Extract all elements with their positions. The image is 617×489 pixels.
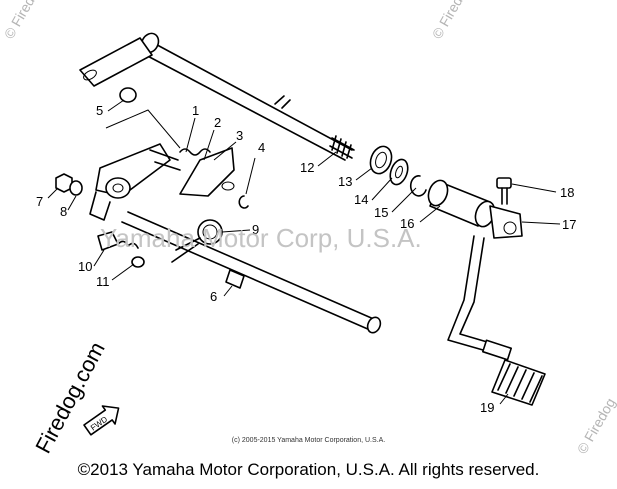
shaft-spline-end <box>329 135 355 159</box>
callout-5: 5 <box>96 103 103 118</box>
callout-7: 7 <box>36 194 43 209</box>
collar-16 <box>427 179 496 228</box>
callout-19: 19 <box>480 400 494 415</box>
fwd-arrow: FWD <box>83 405 120 436</box>
callout-12: 12 <box>300 160 314 175</box>
shift-lever-assembly <box>89 143 181 221</box>
stopper-lever-3 <box>179 147 235 197</box>
callout-13: 13 <box>338 174 352 189</box>
corner-watermark-bottom-right: © Firedog <box>574 395 617 456</box>
callout-18: 18 <box>560 185 574 200</box>
pedal-rubber-19 <box>491 359 546 406</box>
spring-2 <box>179 148 211 156</box>
callout-15: 15 <box>374 205 388 220</box>
callout-4: 4 <box>258 140 265 155</box>
bolt-18 <box>496 177 512 205</box>
circlip-15 <box>409 175 427 197</box>
copyright-small: (c) 2005-2015 Yamaha Motor Corporation, … <box>231 437 386 444</box>
callout-10: 10 <box>78 259 92 274</box>
shift-shaft-lower <box>121 211 382 334</box>
circlip-4 <box>238 195 249 209</box>
callout-3: 3 <box>236 128 243 143</box>
washer-14 <box>389 158 409 186</box>
callout-8: 8 <box>60 204 67 219</box>
corner-watermark-top-left: © Firedog <box>1 0 46 42</box>
callout-16: 16 <box>400 216 414 231</box>
callout-11: 11 <box>96 274 110 289</box>
seal-5 <box>119 87 137 103</box>
oil-seal-13 <box>369 145 393 175</box>
shift-shaft-upper <box>79 32 353 161</box>
torsion-spring-9 <box>171 219 223 263</box>
shift-pedal-17 <box>447 205 523 361</box>
callout-14: 14 <box>354 192 368 207</box>
copyright-main: ©2013 Yamaha Motor Corporation, U.S.A. A… <box>77 460 540 479</box>
callout-9: 9 <box>252 222 259 237</box>
callout-17: 17 <box>562 217 576 232</box>
callout-2: 2 <box>214 115 221 130</box>
bolt-10-spring-11 <box>97 231 145 268</box>
center-watermark: Yamaha Motor Corp, U.S.A. <box>100 223 422 253</box>
nut-7-washer-8 <box>55 173 83 196</box>
callout-6: 6 <box>210 289 217 304</box>
callout-1: 1 <box>192 103 199 118</box>
pin-6 <box>225 269 245 289</box>
leader-lines <box>47 99 561 405</box>
corner-watermark-top-right: © Firedog <box>429 0 474 42</box>
